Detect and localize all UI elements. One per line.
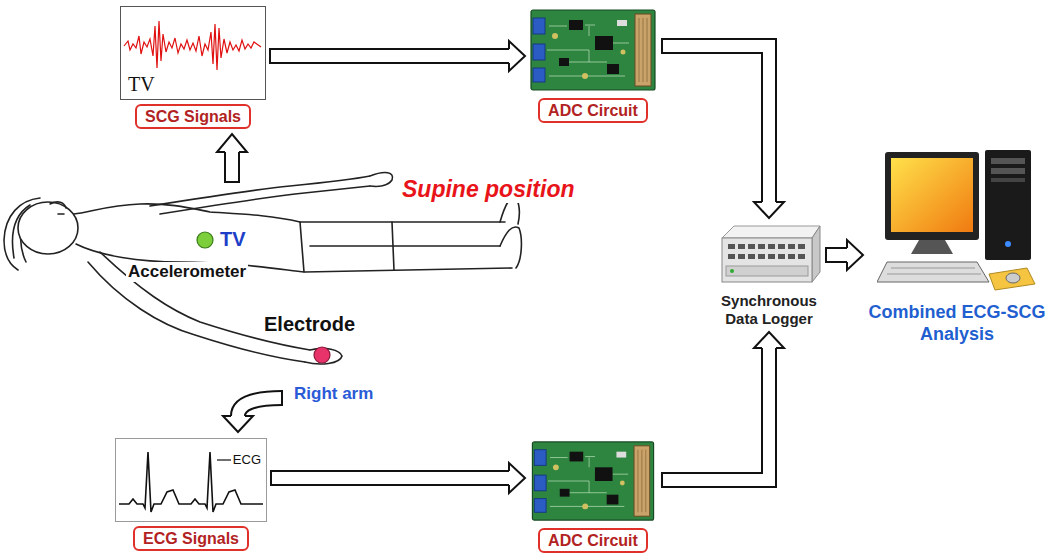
picture-art: [531, 10, 655, 90]
caption-box: ADC Circuit: [538, 98, 648, 123]
arrow-head: [754, 202, 784, 218]
picture: [529, 6, 657, 94]
picture: ECG: [115, 438, 267, 522]
body-outline: [500, 227, 521, 268]
sensor-label: Electrode: [262, 313, 357, 336]
site-label: Right arm: [292, 384, 375, 404]
caption-box: SCG Signals: [135, 104, 251, 129]
hollow-arrow: [281, 390, 283, 406]
arrow-shaft: [662, 46, 769, 202]
body-outline: [300, 222, 394, 272]
hollow-arrow: [223, 390, 282, 432]
signal-name: ECG: [233, 452, 261, 467]
body-outline: [88, 262, 305, 362]
hollow-arrow: [224, 152, 240, 182]
flow-arrow: [826, 240, 863, 270]
arrow-tail: [661, 38, 663, 54]
arrow-shaft: [270, 48, 509, 64]
picture-art: [529, 6, 657, 94]
body-outline: [160, 186, 370, 214]
body-outline: [50, 202, 66, 214]
hollow-arrow: [217, 134, 247, 152]
body-outline: [310, 245, 500, 247]
picture-art: [716, 222, 822, 288]
adc-board: ADC Circuit: [528, 6, 658, 123]
flow-arrow: [662, 38, 784, 218]
arrow-head: [509, 41, 525, 71]
picture: [877, 148, 1037, 298]
arrow-tail: [269, 48, 271, 64]
picture-art: [121, 7, 266, 100]
arrow-head: [509, 463, 525, 493]
arrow-tail: [661, 472, 663, 488]
arrow-shaft: [271, 472, 509, 484]
flow-arrow: [271, 463, 525, 493]
arrow-shaft: [662, 348, 769, 480]
arrow-tail: [270, 470, 272, 486]
arrow-head: [509, 463, 525, 493]
picture: [716, 222, 822, 288]
picture-art: [529, 438, 657, 524]
analysis-title: Combined ECG-SCG Analysis: [866, 302, 1048, 345]
hollow-arrow: [217, 134, 247, 182]
arrow-head: [754, 332, 784, 348]
hollow-arrow: [223, 416, 253, 432]
computer: Combined ECG-SCG Analysis: [866, 148, 1048, 345]
accelerometer-dot: [197, 232, 213, 248]
picture: TV: [120, 6, 266, 100]
flow-arrow: [270, 41, 525, 71]
arrow-head: [754, 332, 784, 348]
body-outline: [370, 173, 393, 187]
hollow-arrow: [226, 152, 238, 182]
arrow-head: [847, 240, 863, 270]
caption-box: ADC Circuit: [538, 528, 648, 553]
arrow-shaft: [662, 46, 769, 202]
arrow-shaft: [662, 348, 769, 480]
picture-art: [115, 438, 267, 522]
picture-art: [116, 439, 267, 522]
hollow-arrow: [238, 398, 282, 416]
flow-arrow: [662, 332, 784, 488]
electrode-dot: [314, 347, 330, 363]
data-logger: Synchronous Data Logger: [716, 222, 822, 328]
arrow-tail: [825, 247, 827, 263]
hollow-arrow: [223, 416, 253, 432]
picture-art: [532, 442, 653, 520]
arrow-shaft: [826, 249, 847, 261]
signal-name: TV: [128, 73, 155, 96]
sensor-label: Accelerometer: [126, 262, 248, 282]
arrow-shaft: [270, 50, 509, 62]
hollow-arrow: [238, 398, 282, 416]
arrow-shaft: [826, 247, 847, 263]
device-name: Synchronous Data Logger: [716, 292, 822, 328]
arrow-head: [509, 41, 525, 71]
adc-board: ADC Circuit: [528, 438, 658, 553]
caption-box: ECG Signals: [133, 526, 249, 551]
body-outline: [150, 176, 370, 206]
hollow-arrow: [217, 134, 247, 152]
arrow-head: [754, 202, 784, 218]
site-label: TV: [218, 228, 248, 251]
signal-panel: ECG ECG Signals: [115, 438, 267, 551]
body-outline: [18, 202, 78, 254]
picture: [529, 438, 657, 524]
arrow-shaft: [271, 470, 509, 486]
hollow-arrow: [224, 181, 240, 183]
picture-art: [877, 148, 1037, 298]
picture-art: [722, 226, 820, 282]
picture-art: [877, 150, 1035, 290]
body-outline: [74, 204, 505, 222]
signal-panel: TV SCG Signals: [120, 6, 266, 129]
posture-label: Supine position: [400, 176, 577, 203]
arrow-head: [847, 240, 863, 270]
